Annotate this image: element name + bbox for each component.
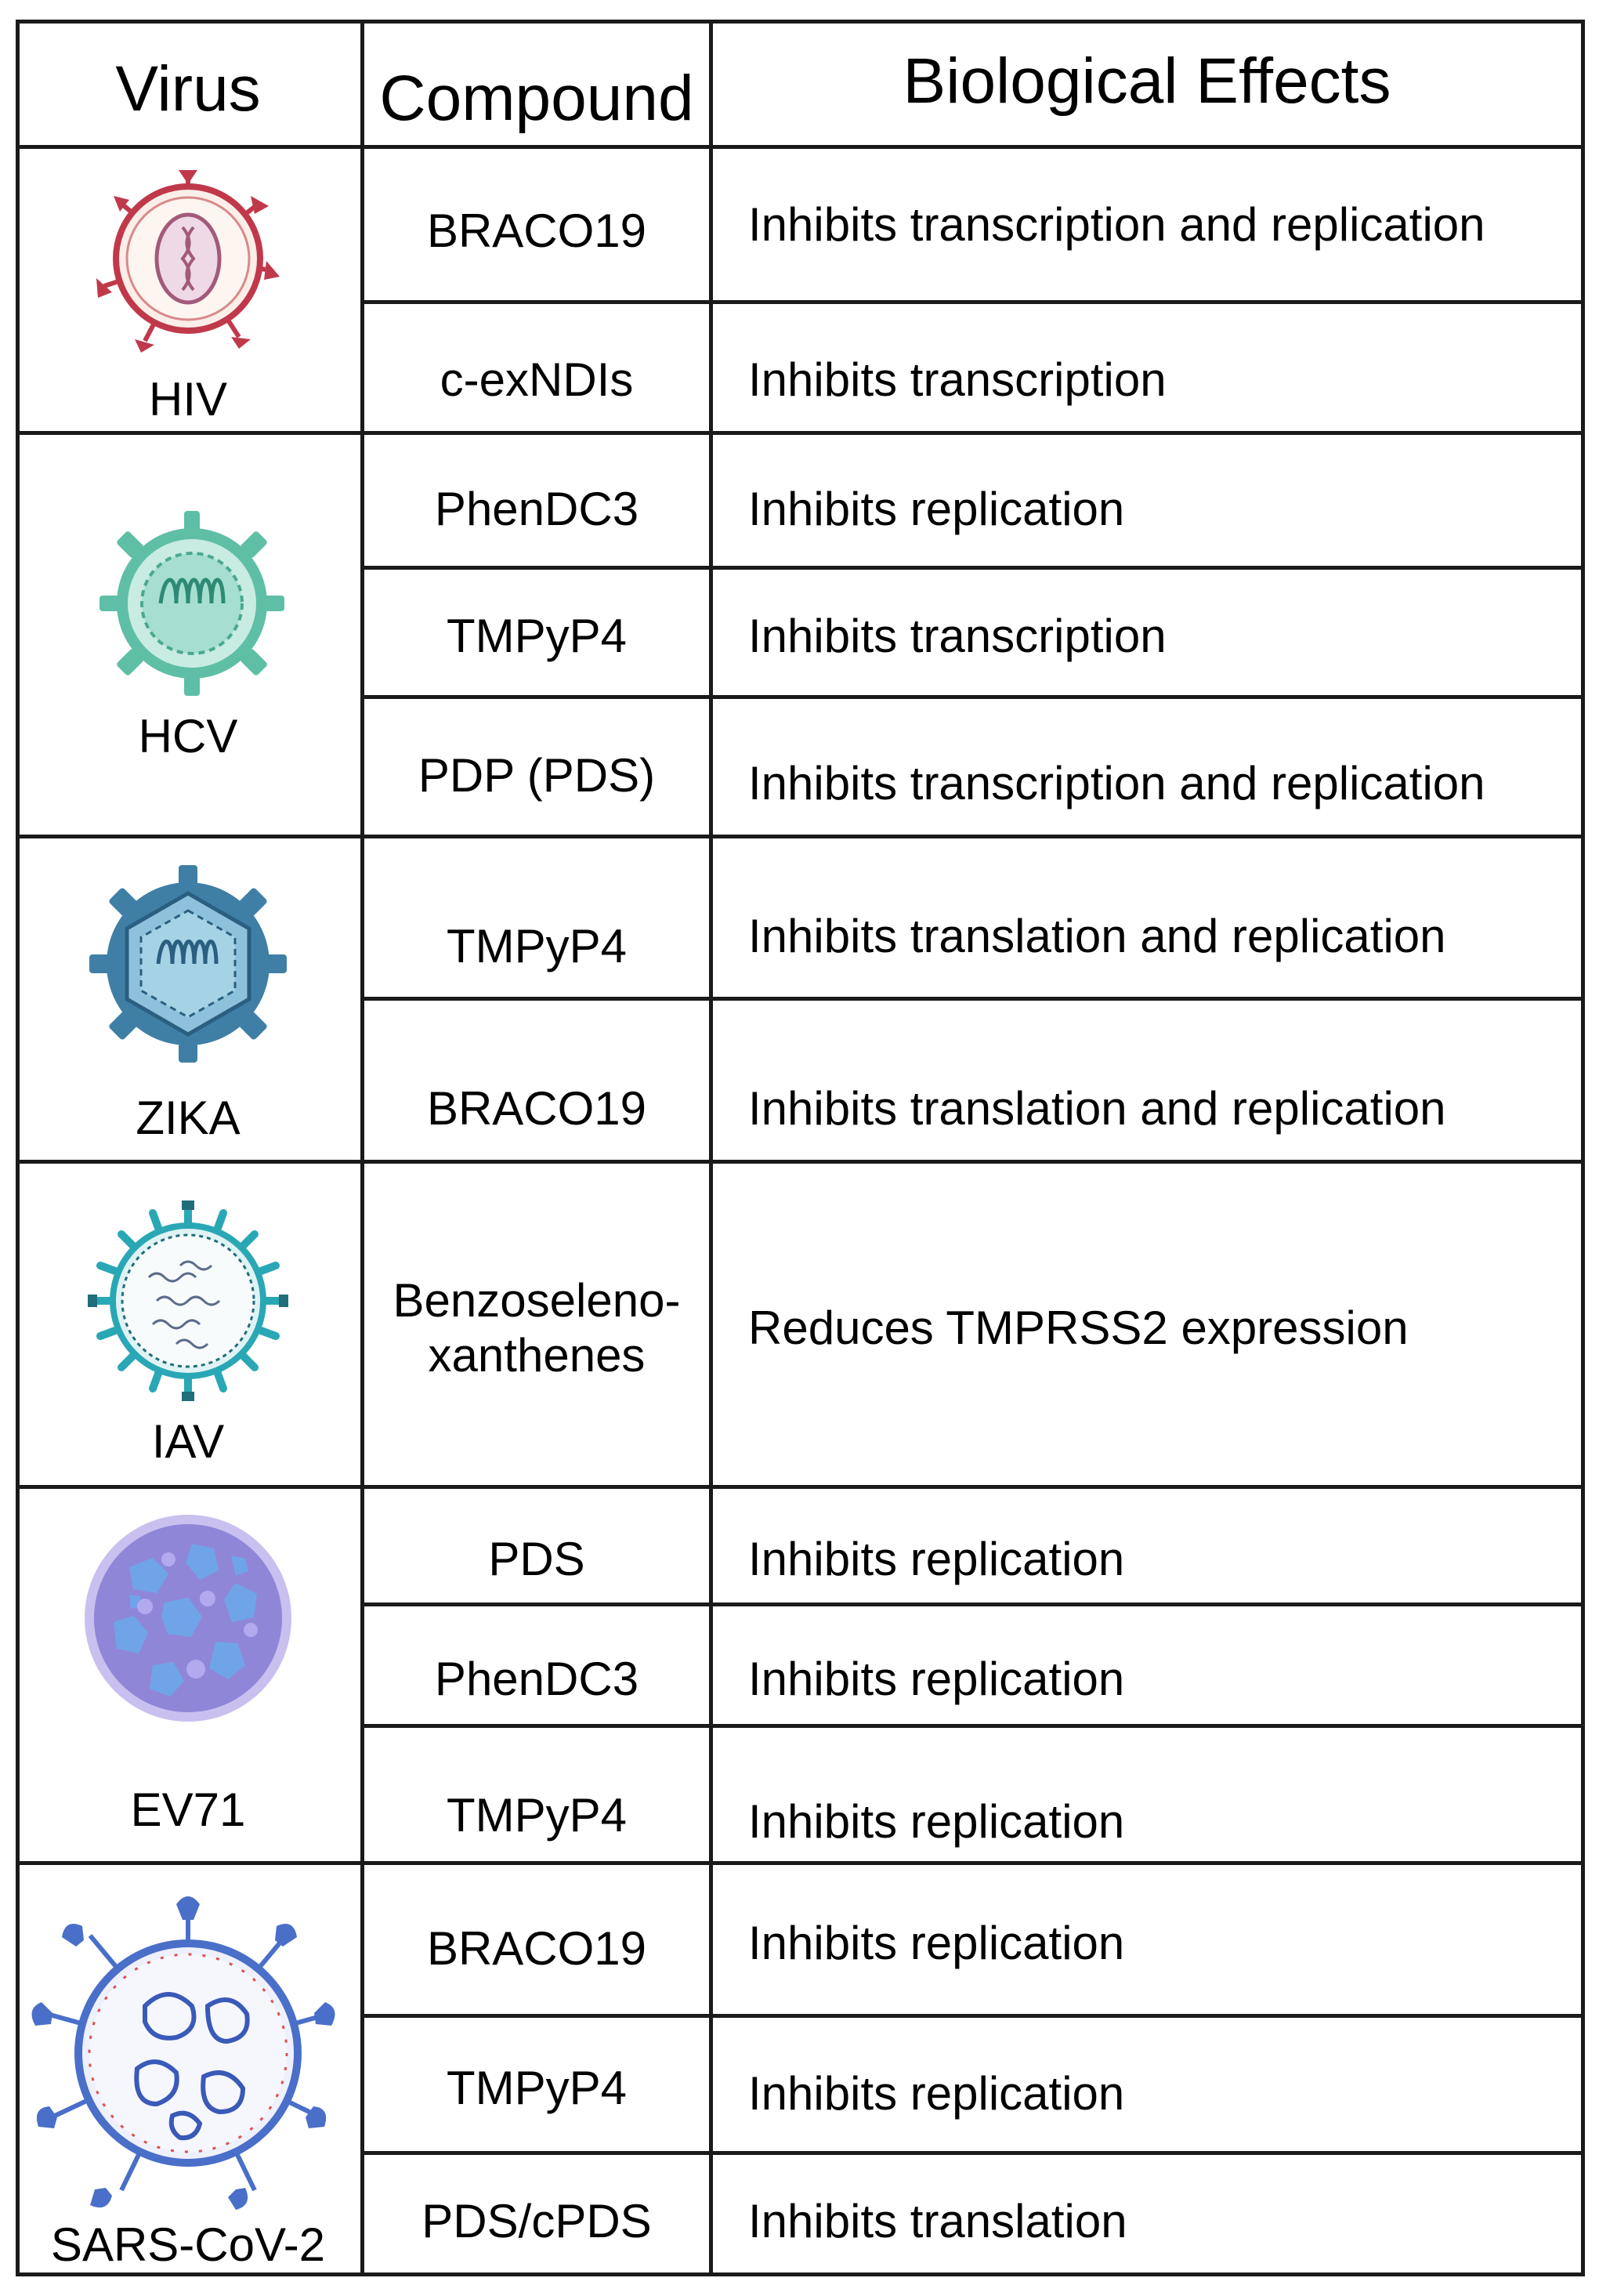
effect-cell: Inhibits replication (748, 1653, 1125, 1705)
effect-cell: Inhibits transcription (748, 353, 1167, 406)
row-divider (360, 695, 1585, 699)
virus-label-hcv: HCV (138, 710, 238, 762)
border-bottom (16, 2272, 1585, 2276)
group-divider (16, 431, 1585, 435)
group-divider (16, 1861, 1585, 1865)
compound-cell: PDP (PDS) (418, 749, 656, 802)
compound-cell: TMPyP4 (446, 610, 628, 662)
effect-cell: Inhibits translation (748, 2195, 1127, 2247)
row-divider (360, 300, 1585, 304)
header-virus: Virus (115, 53, 261, 125)
row-divider (360, 2014, 1585, 2018)
header-compound: Compound (379, 63, 694, 134)
effect-cell: Inhibits replication (748, 1917, 1125, 1969)
column-divider-1 (360, 20, 364, 2276)
effect-cell: Inhibits replication (748, 2067, 1125, 2120)
group-divider (16, 1485, 1585, 1489)
compound-cell: BRACO19 (426, 1082, 647, 1135)
iav-virus-icon (88, 1201, 288, 1401)
compound-cell: BRACO19 (426, 1922, 647, 1975)
effect-cell: Inhibits transcription and replication (748, 198, 1485, 251)
effect-cell: Inhibits translation and replication (748, 910, 1446, 962)
row-divider (360, 997, 1585, 1001)
compound-cell: BRACO19 (426, 205, 647, 257)
compound-cell: TMPyP4 (446, 1789, 628, 1842)
hiv-virus-icon (96, 170, 280, 353)
hcv-virus-icon (99, 511, 284, 696)
header-biological-effects: Biological Effects (903, 45, 1391, 117)
virus-label-ev71: EV71 (130, 1784, 246, 1836)
border-right (1581, 20, 1585, 2276)
group-divider (16, 835, 1585, 838)
row-divider (360, 566, 1585, 570)
virus-label-zika: ZIKA (136, 1092, 241, 1144)
effect-cell: Inhibits replication (748, 1795, 1125, 1848)
effect-cell: Inhibits transcription and replication (748, 757, 1485, 809)
compound-cell: PhenDC3 (434, 1653, 639, 1705)
border-left (16, 20, 20, 2276)
virus-compound-table: Virus Compound Biological Effects HIV BR… (16, 20, 1585, 2276)
compound-cell-line: xanthenes (428, 1329, 646, 1382)
sars-cov-2-virus-icon (31, 1896, 335, 2210)
virus-label-hiv: HIV (148, 373, 228, 426)
header-divider (16, 145, 1585, 149)
zika-virus-icon (89, 865, 287, 1063)
compound-cell: c-exNDIs (440, 353, 634, 406)
row-divider (360, 1602, 1585, 1606)
ev71-virus-icon (85, 1515, 291, 1722)
column-divider-2 (709, 20, 713, 2276)
group-divider (16, 1160, 1585, 1164)
virus-label-sars-cov-2: SARS-CoV-2 (50, 2218, 326, 2271)
effect-cell: Inhibits replication (748, 483, 1125, 535)
compound-cell: PDS/cPDS (421, 2195, 652, 2247)
effect-cell: Reduces TMPRSS2 expression (748, 1302, 1409, 1354)
compound-cell: TMPyP4 (446, 920, 628, 972)
row-divider (360, 1724, 1585, 1728)
row-divider (360, 2151, 1585, 2155)
effect-cell: Inhibits transcription (748, 610, 1167, 662)
effect-cell: Inhibits replication (748, 1533, 1125, 1585)
border-top (16, 20, 1585, 24)
virus-label-iav: IAV (151, 1415, 225, 1468)
compound-cell: TMPyP4 (446, 2062, 628, 2114)
effect-cell: Inhibits translation and replication (748, 1082, 1446, 1135)
compound-cell: PDS (488, 1533, 585, 1585)
compound-cell: PhenDC3 (434, 483, 639, 535)
compound-cell-line: Benzoseleno- (393, 1274, 681, 1327)
